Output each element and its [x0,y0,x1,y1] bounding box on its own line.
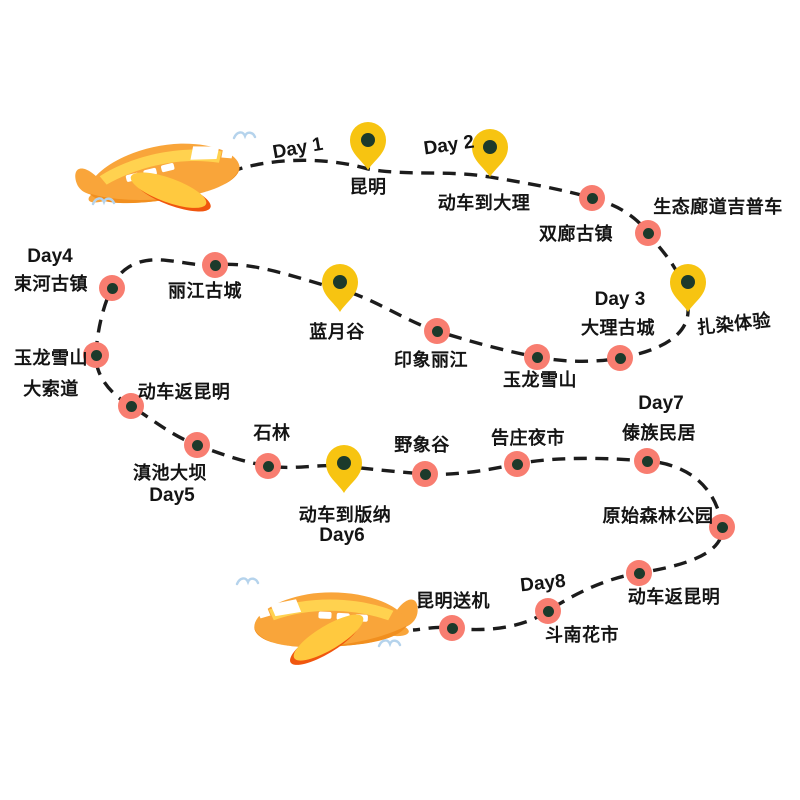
dai-folk-houses-day-label: Day7 [638,393,684,414]
pin-center-dot [361,133,375,147]
train-to-banna-label: 动车到版纳 [298,505,392,525]
shuhe-old-town-day-label: Day4 [27,246,73,267]
dai-folk-houses-label: 傣族民居 [622,423,696,443]
train-back-to-kunming-2-label: 动车返昆明 [627,587,721,607]
dounan-flower-market-day-label: Day8 [519,570,567,597]
pin-center-dot [333,275,347,289]
waypoint-center-dot [641,455,653,467]
shuanglang-old-town-marker [579,185,605,211]
pin-center-dot [337,456,351,470]
waypoint-center-dot [716,521,728,533]
waypoint-center-dot [209,259,221,271]
waypoint-center-dot [90,349,102,361]
primeval-forest-park-marker [709,514,735,540]
waypoint-center-dot [125,400,137,412]
waypoint-center-dot [614,352,626,364]
impression-lijiang-label: 印象丽江 [394,350,468,370]
eco-corridor-jeep-label: 生态廊道吉普车 [653,197,783,217]
dali-old-town-day-label: Day 3 [594,289,646,310]
waypoint-center-dot [191,439,203,451]
impression-lijiang-marker [424,318,450,344]
wild-elephant-valley-label: 野象谷 [394,435,450,455]
waypoint-center-dot [542,605,554,617]
dali-old-town-label: 大理古城 [581,318,655,338]
dounan-flower-market-label: 斗南花市 [545,625,619,645]
waypoint-center-dot [511,458,523,470]
eco-corridor-jeep-marker [635,220,661,246]
train-to-banna-marker [326,445,362,493]
shuanglang-old-town-label: 双廊古镇 [539,224,613,244]
waypoint-center-dot [642,227,654,239]
lijiang-old-town-marker [202,252,228,278]
waypoint-center-dot [106,282,118,294]
primeval-forest-park-label: 原始森林公园 [602,506,714,526]
wild-elephant-valley-marker [412,461,438,487]
gaozhuang-night-market-marker [504,451,530,477]
blue-moon-valley-label: 蓝月谷 [309,322,365,342]
stone-forest-label: 石林 [253,423,291,443]
kunming-arrival-marker [350,122,386,170]
shuhe-old-town-marker [99,275,125,301]
kunming-arrival-label: 昆明 [349,177,387,197]
pin-center-dot [681,275,695,289]
lijiang-old-town-label: 丽江古城 [168,281,242,301]
waypoint-center-dot [446,622,458,634]
pin-center-dot [483,140,497,154]
kunming-arrival-day-label: Day 1 [271,133,325,164]
jade-dragon-snow-mountain-label: 玉龙雪山 [503,370,577,390]
dianchi-dam-marker [184,432,210,458]
kunming-airport-dropoff-label: 昆明送机 [416,591,490,611]
waypoint-center-dot [633,567,645,579]
train-back-to-kunming-1-marker [118,393,144,419]
dali-old-town-marker [607,345,633,371]
shuhe-old-town-label: 束河古镇 [14,274,88,294]
dianchi-dam-day-label: Day5 [149,485,195,506]
blue-moon-valley-marker [322,264,358,312]
kunming-airport-dropoff-marker [439,615,465,641]
train-back-to-kunming-1-label: 动车返昆明 [137,382,231,402]
jade-dragon-big-cableway-label: 玉龙雪山 [14,348,88,368]
dounan-flower-market-marker [535,598,561,624]
train-to-dali-label: 动车到大理 [437,193,531,213]
dianchi-dam-label: 滇池大坝 [133,463,207,483]
waypoint-center-dot [262,460,274,472]
train-to-banna-day-label: Day6 [319,525,365,546]
jade-dragon-snow-mountain-marker [524,344,550,370]
waypoint-center-dot [431,325,443,337]
tie-dye-experience-marker [670,264,706,312]
jade-dragon-big-cableway-label: 大索道 [23,379,79,399]
waypoint-center-dot [531,351,543,363]
jade-dragon-big-cableway-marker [83,342,109,368]
train-back-to-kunming-2-marker [626,560,652,586]
stone-forest-marker [255,453,281,479]
waypoint-center-dot [419,468,431,480]
train-to-dali-marker [472,129,508,177]
dai-folk-houses-marker [634,448,660,474]
waypoint-center-dot [586,192,598,204]
gaozhuang-night-market-label: 告庄夜市 [491,428,565,448]
